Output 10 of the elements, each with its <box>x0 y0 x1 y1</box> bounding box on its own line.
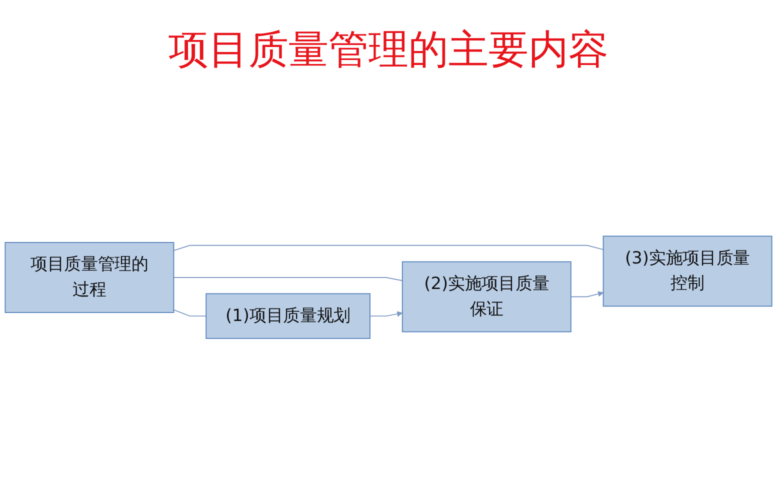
connector <box>173 276 403 281</box>
arrow <box>570 290 604 297</box>
node-box: (3)实施项目质量控制 <box>602 235 772 306</box>
connector <box>173 309 207 316</box>
connector <box>173 244 604 251</box>
node-box: 项目质量管理的过程 <box>4 242 174 313</box>
diagram-title: 项目质量管理的主要内容 <box>168 26 610 75</box>
arrow <box>370 310 403 316</box>
node-box: (1)项目质量规划 <box>206 292 370 339</box>
node-box: (2)实施项目质量保证 <box>402 261 572 332</box>
